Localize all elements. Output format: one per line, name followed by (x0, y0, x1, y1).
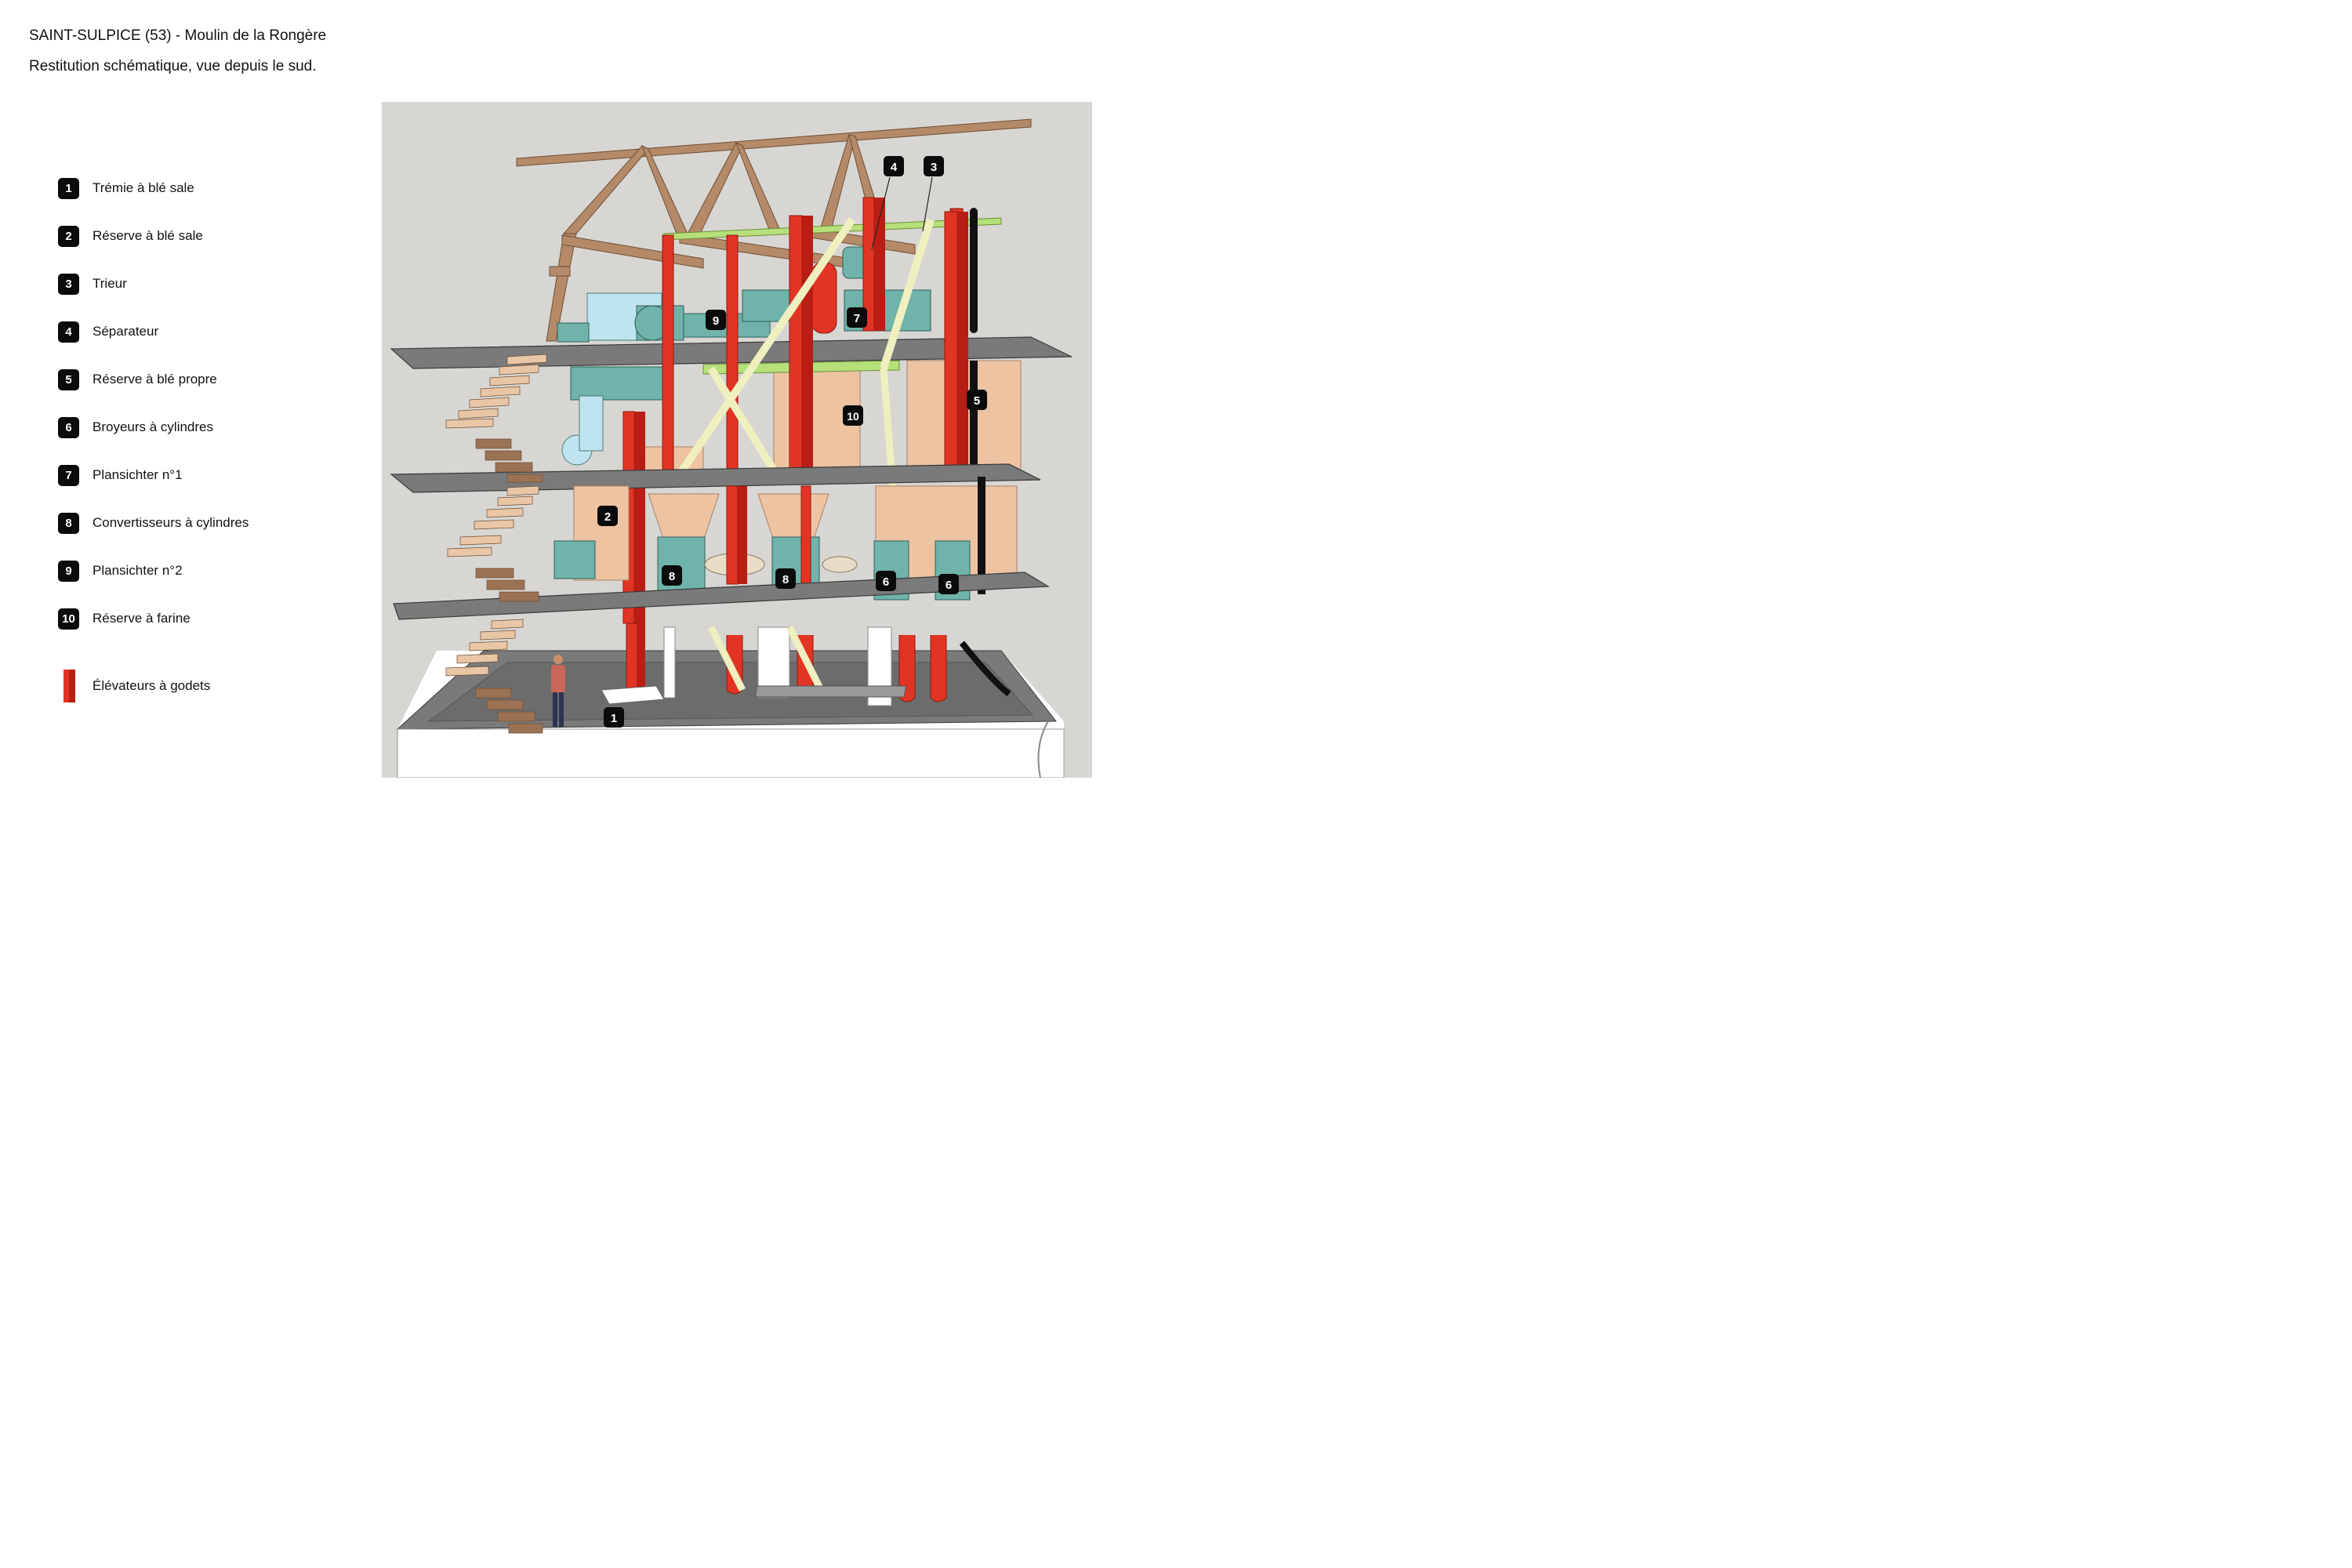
marker-label: 2 (604, 510, 611, 524)
legend-label: Élévateurs à godets (93, 678, 211, 693)
legend-number-badge: 6 (58, 416, 79, 438)
legend-label: Plansichter n°1 (93, 467, 183, 482)
legend-number-badge: 1 (58, 177, 79, 199)
marker-label: 8 (669, 570, 675, 583)
legend-number-badge: 5 (58, 368, 79, 390)
legend-number-badge: 9 (58, 560, 79, 582)
marker-5[interactable]: 5 (967, 390, 987, 410)
elevator-swatch-icon (64, 670, 75, 702)
legend-item-elevator: Élévateurs à godets (58, 668, 210, 704)
legend-item: 10 Réserve à farine (58, 608, 191, 630)
middle-structure-upper (561, 211, 1022, 624)
spiral-staircase (445, 354, 547, 734)
legend-label: Trieur (93, 276, 127, 291)
legend-number-badge: 8 (58, 512, 79, 534)
marker-label: 6 (946, 579, 952, 592)
marker-2[interactable]: 2 (597, 506, 618, 526)
mill-diagram: 4 3 9 7 10 5 2 8 8 6 6 1 (382, 102, 1092, 778)
legend-item: 1 Trémie à blé sale (58, 177, 194, 199)
marker-label: 10 (847, 410, 859, 423)
marker-label: 9 (713, 314, 719, 328)
legend-item: 6 Broyeurs à cylindres (58, 416, 213, 438)
legend-number-badge: 3 (58, 273, 79, 295)
marker-label: 8 (782, 573, 789, 586)
marker-4-leader (871, 176, 891, 250)
marker-label: 3 (931, 161, 937, 174)
floor-second (390, 463, 1041, 493)
legend-item: 5 Réserve à blé propre (58, 368, 217, 390)
marker-9[interactable]: 9 (706, 310, 726, 330)
legend-item: 9 Plansichter n°2 (58, 560, 183, 582)
legend-number-badge: 10 (58, 608, 79, 630)
marker-6[interactable]: 6 (876, 571, 896, 591)
marker-label: 4 (891, 161, 898, 174)
legend-number-badge: 7 (58, 464, 79, 486)
marker-3[interactable]: 3 (924, 156, 944, 176)
marker-8[interactable]: 8 (662, 565, 682, 586)
marker-7[interactable]: 7 (847, 307, 867, 328)
marker-1[interactable]: 1 (604, 707, 624, 728)
marker-8[interactable]: 8 (775, 568, 796, 589)
marker-3-leader (922, 176, 933, 232)
legend-label: Réserve à blé propre (93, 372, 217, 387)
legend-number-badge: 2 (58, 225, 79, 247)
legend-label: Plansichter n°2 (93, 563, 183, 578)
legend-label: Broyeurs à cylindres (93, 419, 214, 434)
legend-item: 2 Réserve à blé sale (58, 225, 203, 247)
marker-label: 6 (883, 575, 889, 589)
marker-label: 5 (974, 394, 980, 408)
legend-label: Convertisseurs à cylindres (93, 515, 249, 530)
page-title: SAINT-SULPICE (53) - Moulin de la Rongèr… (29, 27, 327, 44)
ground-structure (601, 622, 1011, 706)
legend-label: Séparateur (93, 324, 159, 339)
legend-item: 7 Plansichter n°1 (58, 464, 183, 486)
legend-item: 3 Trieur (58, 273, 127, 295)
marker-label: 1 (611, 712, 617, 725)
human-figure (551, 655, 565, 727)
marker-label: 7 (854, 312, 860, 325)
page-subtitle: Restitution schématique, vue depuis le s… (29, 58, 317, 74)
legend-item: 8 Convertisseurs à cylindres (58, 512, 249, 534)
marker-10[interactable]: 10 (843, 405, 863, 426)
marker-4[interactable]: 4 (884, 156, 904, 176)
marker-6[interactable]: 6 (938, 574, 959, 594)
legend-label: Trémie à blé sale (93, 180, 194, 195)
legend-label: Réserve à farine (93, 611, 191, 626)
legend-item: 4 Séparateur (58, 321, 158, 343)
legend-label: Réserve à blé sale (93, 228, 203, 243)
legend-number-badge: 4 (58, 321, 79, 343)
